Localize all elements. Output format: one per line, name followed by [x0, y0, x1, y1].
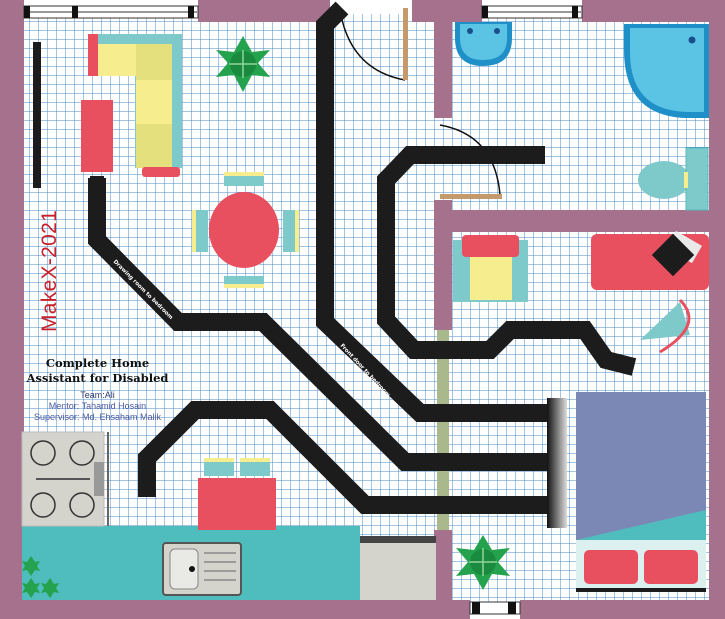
plant-bottom — [456, 535, 510, 590]
dining-table — [192, 172, 299, 288]
project-title-line1: Complete Home — [45, 356, 150, 370]
guide-tracks — [88, 1, 637, 514]
brand-label: MakeX-2021 — [38, 209, 61, 332]
stove — [21, 431, 109, 527]
fridge — [360, 536, 436, 600]
mentor-label: Mentor: Tahamid Hosain — [48, 401, 147, 411]
front-door — [339, 8, 408, 81]
bedroom-ramp — [547, 398, 567, 528]
desk — [591, 230, 709, 290]
toilet — [638, 147, 709, 211]
armchair — [453, 235, 528, 302]
divider-strip — [437, 330, 449, 530]
kitchen-table — [198, 458, 276, 530]
plant-top — [216, 36, 270, 92]
shower-tray — [624, 24, 709, 118]
interior-walls — [434, 0, 709, 608]
desk-chair — [640, 298, 691, 354]
bed — [576, 392, 706, 592]
project-title-line2: Assistant for Disabled — [26, 371, 169, 385]
bathroom-sink — [455, 22, 512, 66]
team-label: Team:Ali — [80, 390, 115, 400]
top-windows — [23, 5, 583, 615]
supervisor-label: Supervisor: Md. Ehsaham Malik — [33, 412, 162, 422]
l-shaped-sofa — [88, 34, 182, 177]
project-title: Complete Home Assistant for Disabled — [20, 356, 175, 386]
kitchen-sink — [162, 542, 242, 596]
tv-stand — [33, 42, 41, 188]
ottoman — [81, 100, 113, 172]
herb-plants — [22, 556, 59, 598]
